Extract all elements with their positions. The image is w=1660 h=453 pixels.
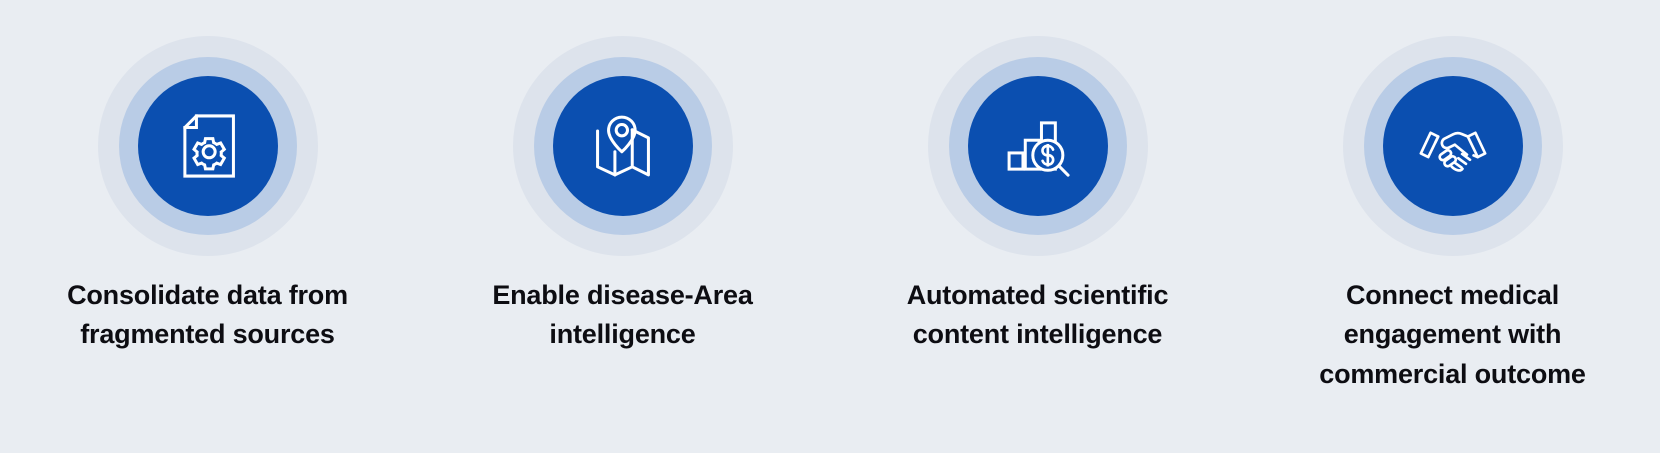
icon-badge: [1342, 36, 1563, 256]
map-pin-icon: [586, 109, 660, 183]
feature-label: Enable disease-Area intelligence: [492, 280, 753, 350]
feature-label: Connect medical engagement with commerci…: [1319, 280, 1586, 389]
icon-badge: [512, 36, 733, 256]
badge-ring-inner: [967, 76, 1108, 216]
feature-item-consolidate-data[interactable]: Consolidate data from fragmented sources: [0, 0, 415, 453]
document-gear-icon: [171, 109, 245, 183]
icon-badge: [927, 36, 1148, 256]
feature-label: Consolidate data from fragmented sources: [67, 280, 348, 350]
feature-label: Automated scientific content intelligenc…: [906, 280, 1169, 350]
badge-ring-inner: [1382, 76, 1523, 216]
feature-item-scientific-content-intelligence[interactable]: Automated scientific content intelligenc…: [830, 0, 1245, 453]
badge-ring-inner: [552, 76, 693, 216]
feature-item-disease-area-intelligence[interactable]: Enable disease-Area intelligence: [415, 0, 830, 453]
feature-item-connect-medical-engagement[interactable]: Connect medical engagement with commerci…: [1245, 0, 1660, 453]
icon-badge: [97, 36, 318, 256]
badge-ring-inner: [137, 76, 278, 216]
bar-chart-magnifier-dollar-icon: [1001, 109, 1075, 183]
handshake-icon: [1416, 109, 1490, 183]
